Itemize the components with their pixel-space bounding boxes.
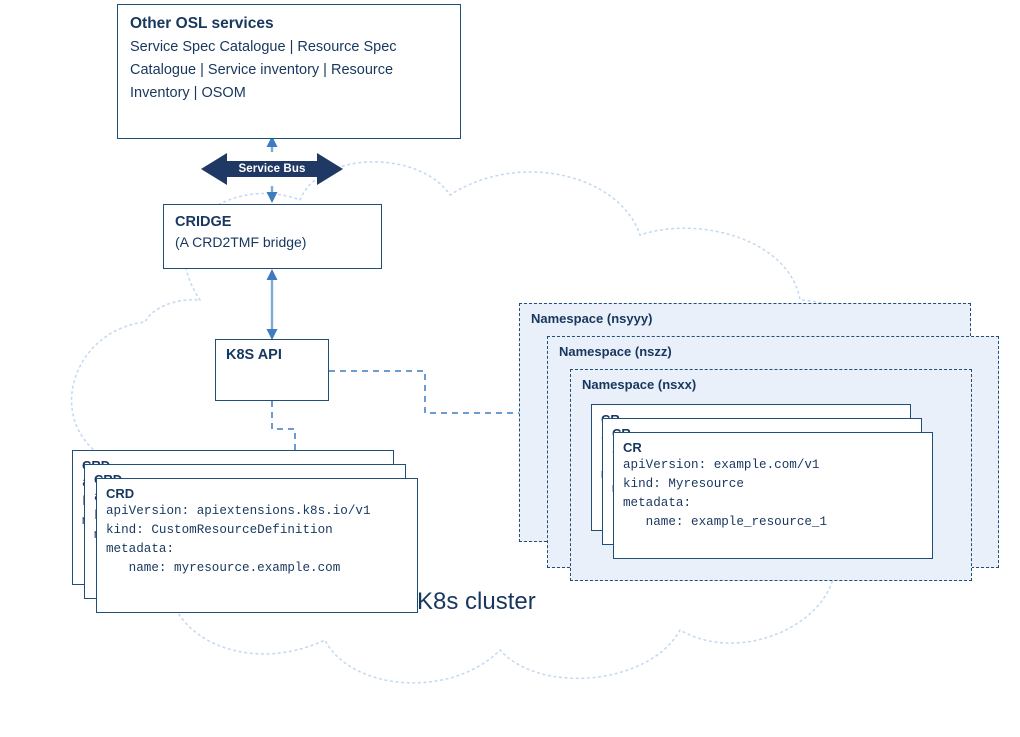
service-bus-shape — [201, 153, 343, 185]
cridge-subtitle: (A CRD2TMF bridge) — [175, 234, 307, 250]
namespace-label: Namespace (nsyyy) — [531, 311, 653, 326]
service-bus-label: Service Bus — [238, 163, 306, 175]
crd-card-title: CRD — [106, 486, 135, 501]
k8s-cluster-label: K8s cluster — [417, 588, 536, 615]
namespace-label: Namespace (nszz) — [559, 344, 672, 359]
service-bus-arrow: Service Bus — [201, 152, 343, 186]
cridge-box: CRIDGE (A CRD2TMF bridge) — [163, 204, 382, 269]
crd-card-code: apiVersion: apiextensions.k8s.io/v1 kind… — [106, 504, 371, 575]
cr-card: CR apiVersion: example.com/v1 kind: Myre… — [613, 432, 933, 559]
connector-servicebus-cridge — [266, 186, 278, 203]
osl-service-list: Service Spec Catalogue | Resource Spec C… — [130, 39, 397, 101]
osl-title: Other OSL services — [130, 15, 274, 32]
cr-card-code: apiVersion: example.com/v1 kind: Myresou… — [623, 458, 828, 529]
connector-k8sapi-namespaces — [329, 370, 519, 414]
other-osl-services-box: Other OSL services Service Spec Catalogu… — [117, 4, 461, 139]
namespace-label: Namespace (nsxx) — [582, 377, 697, 392]
crd-card: CRD apiVersion: apiextensions.k8s.io/v1 … — [96, 478, 418, 613]
connector-cridge-k8sapi — [266, 269, 278, 340]
k8s-api-title: K8S API — [226, 347, 282, 363]
cridge-title: CRIDGE — [175, 214, 232, 230]
k8s-api-box: K8S API — [215, 339, 329, 401]
cr-card-title: CR — [623, 440, 642, 455]
